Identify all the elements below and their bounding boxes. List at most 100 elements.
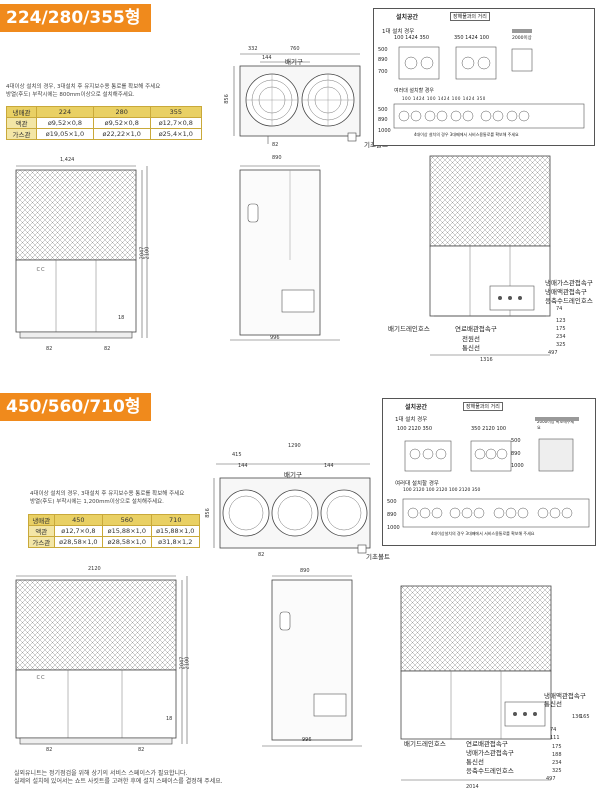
rear-label: 냉매액관접속구 <box>544 692 586 700</box>
dim-label: 890 <box>511 451 521 457</box>
dim-label: 1290 <box>288 443 301 449</box>
note-line: 4대이상 설치의 경우, 3대설치 후 유지보수용 통로를 확보해 주세요 <box>30 491 185 497</box>
dim-label: 136 <box>572 714 582 720</box>
rear-view-diagram-2 <box>400 585 552 781</box>
dim-label: 82 <box>46 747 53 753</box>
dim-label: 500 <box>378 47 388 53</box>
front-view-diagram-1 <box>15 165 148 339</box>
cell: ø22,22×1,0 <box>92 128 151 140</box>
table-header: 냉매관 <box>28 514 55 526</box>
section-title-2: 450/560/710형 <box>0 393 151 421</box>
dim-label: 2100 <box>144 246 151 260</box>
row-label: 가스관 <box>28 536 55 548</box>
dim-label: 188 <box>552 752 562 758</box>
dim-label: 144 <box>238 463 248 469</box>
dim-label: 497 <box>546 776 556 782</box>
cell: ø25,4×1,0 <box>149 128 203 140</box>
install-multi-values: 100 2120 100 2120 100 2120 350 <box>403 488 481 493</box>
dim-label: 2120 <box>88 566 101 572</box>
install-multi-note: 4대이상 설치의 경우 3대째에서 서비스용통로를 확보해 주세요 <box>414 132 519 137</box>
rear-label: 통신선 <box>466 758 484 766</box>
cell: ø31,8×1,2 <box>150 536 201 548</box>
dim-label: 1000 <box>378 128 391 134</box>
dim-label: 18 <box>118 315 125 321</box>
cell: ø19,05×1,0 <box>36 128 94 140</box>
dim-label: 234 <box>556 334 566 340</box>
install-single: 1대 설치 경우 <box>395 417 428 423</box>
dim-label: 234 <box>552 760 562 766</box>
rear-label: 통신선 <box>462 344 480 352</box>
rear-label: 전원선 <box>462 335 480 343</box>
dim-label: 856 <box>223 94 230 104</box>
install-title: 설치공간 <box>396 14 419 21</box>
install-row1-right: 350 1424 100 <box>454 35 490 41</box>
dim-label: 1316 <box>480 357 493 363</box>
bolt-label: 기초볼트 <box>366 553 390 561</box>
table-header: 280 <box>92 106 151 118</box>
obstacle-label: 2000이상 확보해주세요 <box>537 419 575 430</box>
pipe-table-1: 냉매관 224 280 355 액관 ø9,52×0,8 ø9,52×0,8 ø… <box>5 106 203 140</box>
dim-label: 82 <box>46 346 53 352</box>
dim-label: 74 <box>550 727 557 733</box>
section1-note: 4대이상 설치의 경우, 3대설치 후 유지보수용 통로를 확보해 주세요 방열… <box>6 83 206 99</box>
top-view-diagram-1 <box>233 53 361 144</box>
dim-label: 165 <box>580 714 590 720</box>
table-header: 710 <box>150 514 201 526</box>
dim-label: 325 <box>552 768 562 774</box>
note-line: 방열(후도) 부착시에는 800mm이상으로 설치해주세요. <box>6 92 135 98</box>
dim-label: 1000 <box>387 525 400 531</box>
note-line: 방열(후도) 부착시에는 1,200mm이상으로 설치해주세요. <box>30 499 164 505</box>
dim-label: 18 <box>166 716 173 722</box>
install-title: 설치공간 <box>405 404 428 411</box>
dim-label: 325 <box>556 342 566 348</box>
note-line: 4대이상 설치의 경우, 3대설치 후 유지보수용 통로를 확보해 주세요 <box>6 84 161 90</box>
rear-label: 냉매액관접속구 <box>545 288 587 296</box>
dim-label: 1,424 <box>60 157 75 163</box>
dim-label: 856 <box>204 508 211 518</box>
exhaust-label: 배기구 <box>284 471 302 479</box>
row-label: 액관 <box>5 117 38 129</box>
table-row: 액관 ø12,7×0,8 ø15,88×1,0 ø15,88×1,0 <box>28 525 201 537</box>
dim-label: 2100 <box>184 656 191 670</box>
footer-line: 실제의 설치에 있어서는 쇼트 사킷트를 고려한 후에 설치 스페이스를 결정해… <box>14 778 223 785</box>
dim-label: 82 <box>138 747 145 753</box>
dim-label: ㄷㄷ <box>36 675 46 681</box>
dim-label: 760 <box>290 46 300 52</box>
rear-label: 응축수드레인호스 <box>466 767 514 775</box>
top-view-diagram-2 <box>213 463 371 554</box>
footer-note: 실외유니트는 정기점검을 위해 상기의 서비스 스페이스가 필요합니다. 실제의… <box>14 770 374 786</box>
dim-label: 82 <box>104 346 111 352</box>
table-header: 355 <box>149 106 203 118</box>
dim-label: 700 <box>378 69 388 75</box>
cell: ø9,52×0,8 <box>92 117 151 129</box>
dim-label: 175 <box>552 744 562 750</box>
install-multi-note: 4대이상설치의 경우 3대째에서 서비스용통로를 확보해 주세요 <box>431 531 535 536</box>
dim-label: 1000 <box>511 463 524 469</box>
footer-line: 실외유니트는 정기점검을 위해 상기의 서비스 스페이스가 필요합니다. <box>14 770 188 777</box>
rear-label: 냉매가스관접속구 <box>466 749 514 757</box>
dim-label: 996 <box>302 737 312 743</box>
install-space-box-2: 설치공간 장해물과의 거리 1대 설치 경우 100 2120 350 350 … <box>382 398 596 546</box>
install-space-box-1: 설치공간 장해물과의 거리 1대 설치 경우 100 1424 350 350 … <box>373 8 595 146</box>
cell: ø28,58×1,0 <box>102 536 152 548</box>
rear-label: 응축수드레인호스 <box>545 297 593 305</box>
rear-label: 통신선 <box>544 700 562 708</box>
dim-label: 332 <box>248 46 258 52</box>
dim-label: 415 <box>232 452 242 458</box>
install-multi: 여러대 설치할 경우 <box>394 88 434 94</box>
dim-label: 74 <box>556 306 563 312</box>
cell: ø12,7×0,8 <box>149 117 203 129</box>
dim-label: 500 <box>511 438 521 444</box>
cell: ø12,7×0,8 <box>53 525 104 537</box>
section-title-1: 224/280/355형 <box>0 4 151 32</box>
dim-label: 497 <box>548 350 558 356</box>
obstacle-label: 2000이상 <box>512 36 532 41</box>
row-label: 가스관 <box>5 128 38 140</box>
cell: ø28,58×1,0 <box>53 536 104 548</box>
dim-label: 890 <box>272 155 282 161</box>
install-multi: 여러대 설치할 경우 <box>395 481 439 487</box>
dim-label: 890 <box>387 512 397 518</box>
side-view-diagram-1 <box>230 165 340 341</box>
dim-label: 500 <box>378 107 388 113</box>
cell: ø15,88×1,0 <box>150 525 201 537</box>
